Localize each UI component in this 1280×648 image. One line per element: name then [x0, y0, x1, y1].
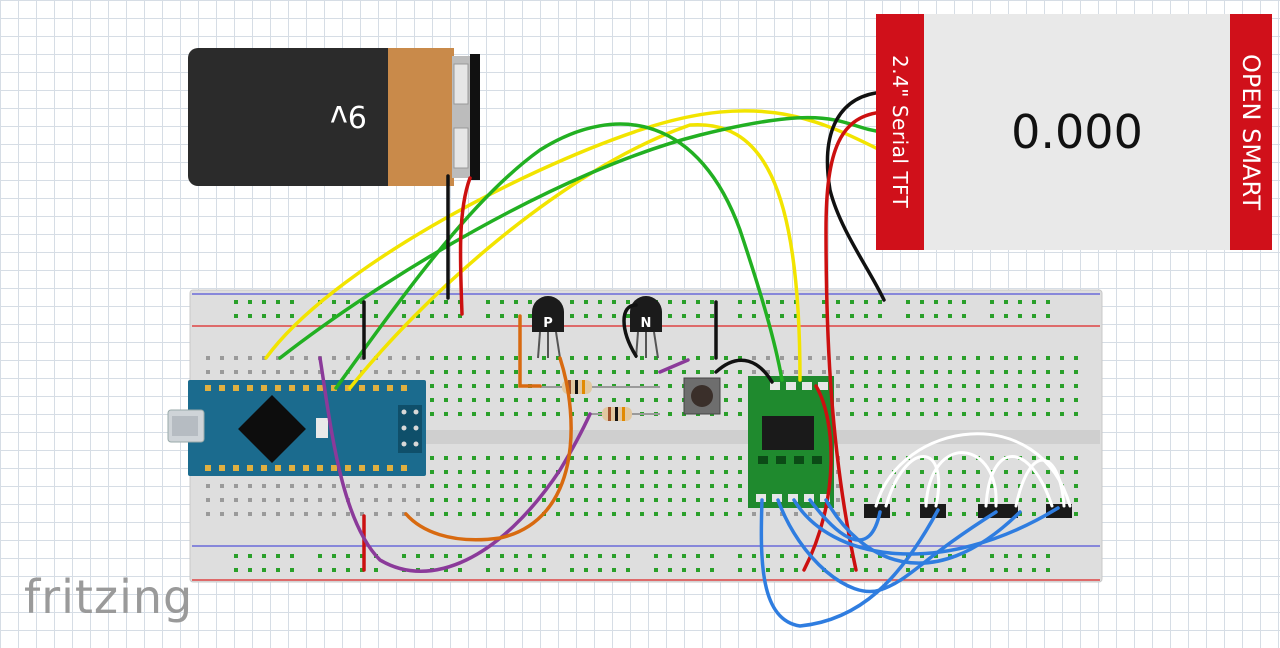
- wire-blue-5: [824, 498, 1022, 565]
- resistor-2: [590, 407, 660, 421]
- wire-green-2: [334, 122, 784, 390]
- tft-title: 2.4" Serial TFT: [876, 14, 924, 250]
- pnp-label: P: [543, 316, 553, 331]
- wire-white-2: [884, 455, 941, 508]
- wire-red-tft: [824, 110, 886, 572]
- wire-white-3: [924, 451, 998, 508]
- breadboard: [189, 289, 1103, 583]
- wire-yellow-1: [264, 109, 886, 360]
- wire-white-5: [1014, 458, 1066, 508]
- load-cell-connectors: [864, 504, 1072, 518]
- wire-yellow-2: [348, 123, 802, 390]
- wire-black-npn: [622, 303, 638, 358]
- wire-white-1: [874, 432, 1072, 508]
- arduino-nano: [167, 380, 426, 476]
- pnp-transistor: [532, 296, 564, 359]
- wire-blue-3: [792, 498, 1060, 556]
- tft-reading: 0.000: [924, 14, 1230, 250]
- push-button: [683, 377, 721, 415]
- battery-label: 9v: [330, 98, 367, 133]
- npn-label: N: [641, 316, 652, 331]
- wire-orange-2: [404, 356, 573, 542]
- wire-black-tft: [825, 90, 886, 302]
- wire-blue-2: [776, 498, 998, 594]
- wire-white-4: [984, 455, 1054, 508]
- wire-purple-2: [658, 358, 690, 374]
- wire-orange-1: [518, 314, 542, 388]
- wire-blue-4: [808, 498, 882, 542]
- hx711-module: [748, 376, 834, 508]
- tft-brand: OPEN SMART: [1230, 14, 1272, 250]
- wire-red-hx: [802, 384, 833, 572]
- wire-red-battery: [458, 176, 472, 316]
- wire-green-1: [278, 115, 886, 360]
- 9v-battery: [188, 48, 480, 186]
- fritzing-logo: fritzing: [24, 570, 194, 624]
- wire-black-hx: [714, 358, 774, 384]
